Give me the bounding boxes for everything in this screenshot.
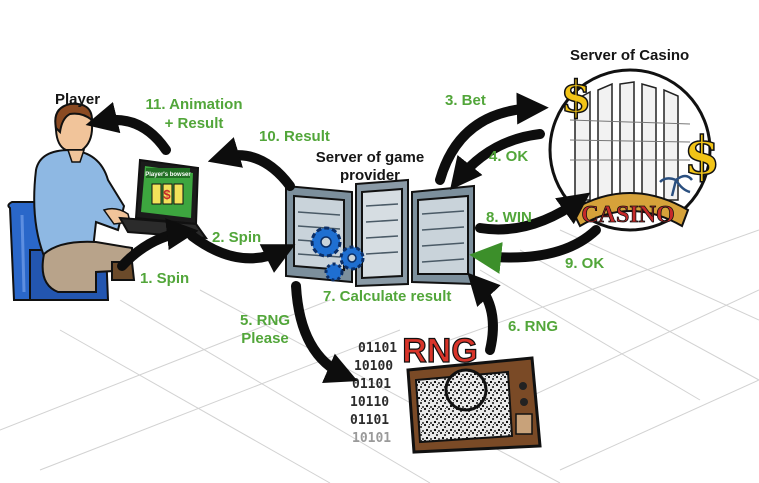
- svg-text:01101: 01101: [350, 413, 389, 428]
- arrow-5-rng-please: [291, 281, 358, 384]
- player-icon: [33, 102, 136, 293]
- step-9-label: 9. OK: [565, 255, 605, 272]
- arrow-11-animation: [85, 101, 171, 155]
- step-3-label: 3. Bet: [445, 92, 486, 109]
- step-11-label: 11. Animation + Result: [136, 95, 252, 133]
- step-5-label-line2: Please: [241, 330, 289, 347]
- svg-text:10100: 10100: [354, 359, 393, 374]
- laptop-icon: Player's bowser $: [118, 158, 209, 240]
- binary-stream: 01101 10100 01101 10110 01101 10101: [350, 341, 397, 446]
- step-11-label-line1: 11. Animation: [145, 96, 243, 113]
- svg-text:01101: 01101: [352, 377, 391, 392]
- arrow-4-ok: [450, 129, 545, 190]
- step-10-label: 10. Result: [259, 128, 330, 145]
- casino-server-label: Server of Casino: [570, 47, 690, 64]
- arrow-6-rng: [467, 272, 501, 355]
- game-provider-label: Server of game provider: [306, 149, 434, 185]
- game-provider-label-line2: provider: [339, 167, 400, 184]
- gear-icon: [310, 226, 365, 282]
- svg-text:01101: 01101: [358, 341, 397, 356]
- flow-arrows: [85, 92, 591, 384]
- step-1-label: 1. Spin: [140, 270, 190, 287]
- tv-icon: [406, 356, 542, 454]
- floor-grid: [0, 229, 759, 483]
- arrow-8-win: [475, 192, 591, 235]
- step-5-label-line1: 5. RNG: [239, 312, 290, 329]
- svg-text:$: $: [561, 72, 592, 123]
- step-11-label-line2: + Result: [164, 115, 224, 132]
- step-7-label: 7. Calculate result: [323, 288, 452, 305]
- game-provider-label-line1: Server of game: [315, 149, 425, 166]
- step-2-label: 2. Spin: [212, 229, 262, 246]
- arrow-9-ok: [469, 225, 601, 274]
- casino-sign: CASINO: [581, 202, 674, 228]
- svg-text:10110: 10110: [350, 395, 389, 410]
- svg-text:10101: 10101: [352, 431, 391, 446]
- arrow-2-spin: [187, 231, 296, 273]
- browser-title: Player's bowser: [145, 172, 191, 178]
- player-label: Player: [55, 91, 101, 108]
- step-8-label: 8. WIN: [486, 209, 532, 226]
- step-5-label: 5. RNG Please: [230, 312, 300, 348]
- dollar-icon: $ $: [560, 71, 721, 188]
- arrow-1-spin: [117, 218, 199, 271]
- rng-sign: RNG: [402, 332, 478, 370]
- arrow-10-result: [207, 137, 295, 191]
- casino-building-icon: CASINO: [548, 68, 712, 232]
- arrow-3-bet: [435, 92, 549, 185]
- svg-text:$: $: [684, 126, 720, 187]
- browser-dollar-icon: $: [163, 187, 171, 202]
- step-4-label: 4. OK: [489, 148, 529, 165]
- step-6-label: 6. RNG: [508, 318, 559, 335]
